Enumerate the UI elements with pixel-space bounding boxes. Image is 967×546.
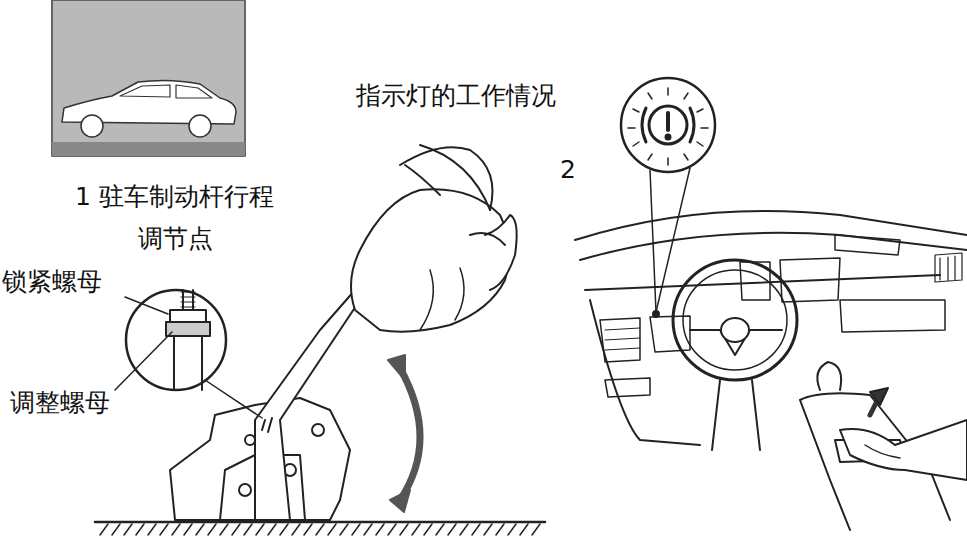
magnifier-circle — [126, 290, 226, 390]
part-label: 调整螺母 — [8, 389, 112, 417]
part-label: 锁紧螺母 — [0, 268, 104, 296]
car-thumbnail — [52, 0, 245, 156]
part-label: 2 — [558, 156, 578, 184]
part-label: 1 驻车制动杆行程 — [73, 183, 276, 211]
part-label: 指示灯的工作情况 — [354, 82, 558, 110]
part-label: 调节点 — [136, 225, 215, 253]
indicator-callout — [621, 78, 715, 172]
